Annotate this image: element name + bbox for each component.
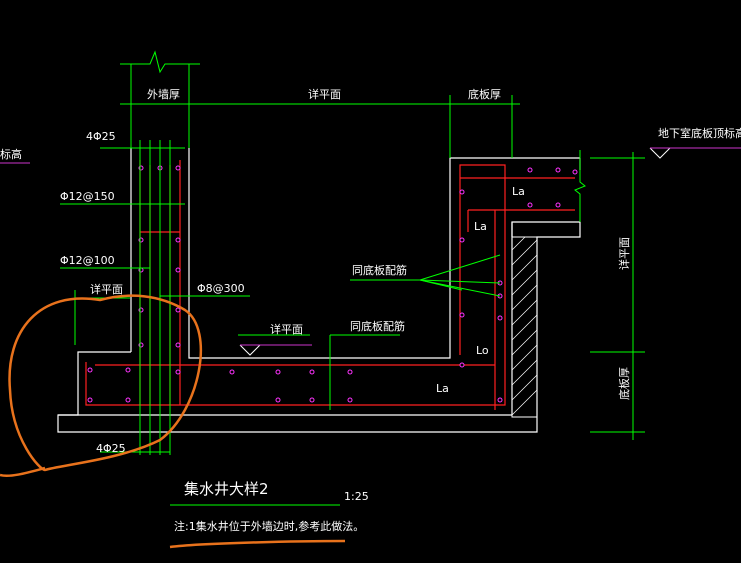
label-la-1: La: [512, 185, 525, 198]
label-detail-right: 详平面: [617, 237, 631, 270]
label-rebar-150: Φ12@150: [60, 190, 115, 203]
label-left-cut: 标高: [0, 147, 22, 161]
rebar-dots: [87, 165, 578, 403]
label-same-slab-2: 同底板配筋: [350, 319, 405, 333]
label-la-3: La: [436, 382, 449, 395]
label-same-slab-1: 同底板配筋: [352, 263, 407, 277]
text-labels: 外墙厚 详平面 底板厚 4Φ25 Φ12@150 Φ12@100 详平面 Φ8@…: [0, 87, 741, 533]
hatched-wall: [511, 236, 538, 418]
bar-bundles: [139, 140, 171, 455]
drawing-title: 集水井大样2: [184, 480, 269, 498]
label-bars-top: 4Φ25: [86, 130, 116, 143]
label-detail-left: 详平面: [90, 282, 123, 296]
label-la-2: La: [474, 220, 487, 233]
label-slab-right: 底板厚: [617, 367, 631, 400]
concrete-outline: [57, 148, 581, 433]
drawing-scale: 1:25: [344, 490, 369, 503]
level-markers: [239, 147, 672, 356]
label-rebar-100: Φ12@100: [60, 254, 115, 267]
label-rebar-300: Φ8@300: [197, 282, 245, 295]
label-outer-wall: 外墙厚: [147, 87, 180, 101]
label-slab-top: 底板厚: [468, 87, 501, 101]
label-lo-1: Lo: [476, 344, 489, 357]
label-bars-bottom: 4Φ25: [96, 442, 126, 455]
label-detail-top: 详平面: [308, 87, 341, 101]
dimension-lines: [60, 50, 645, 506]
label-roof-level: 地下室底板顶标高: [658, 126, 741, 140]
callout-marks: [0, 294, 346, 549]
drawing-note: 注:1集水井位于外墙边时,参考此做法。: [174, 519, 364, 533]
magenta-leaders: [0, 147, 741, 346]
label-detail-mid: 详平面: [270, 322, 303, 336]
